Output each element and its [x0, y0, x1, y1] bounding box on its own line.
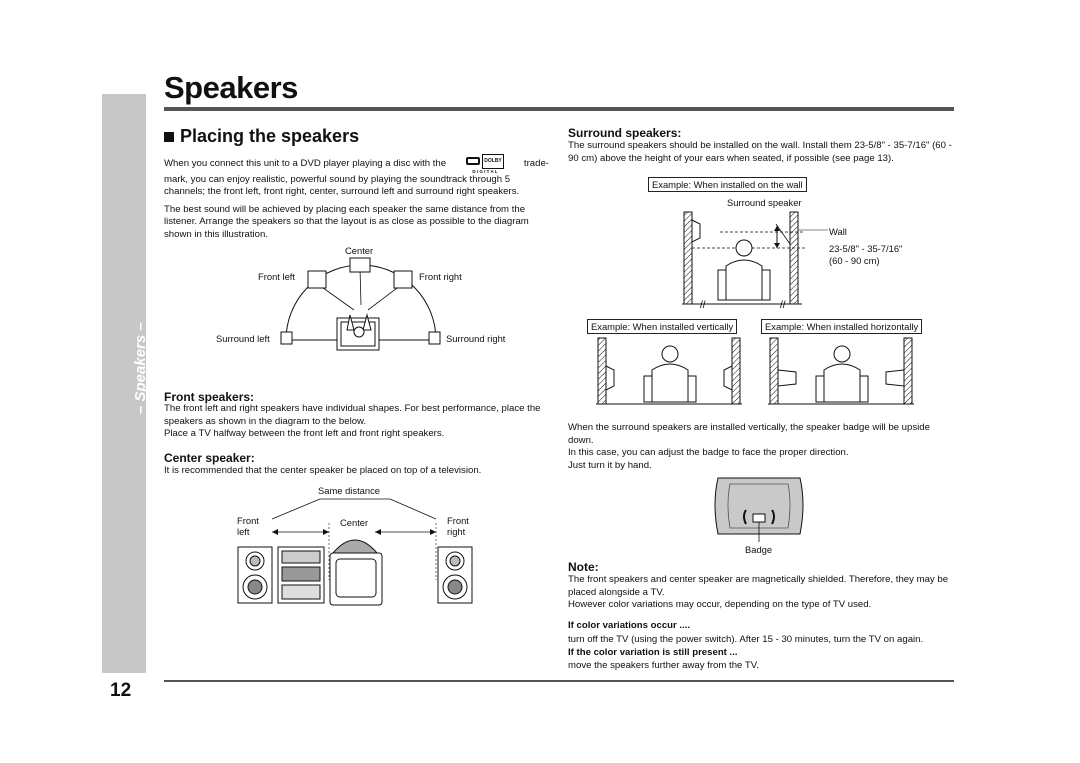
wall-label: Wall [829, 226, 847, 237]
wall-install-diagram: // // [682, 211, 828, 311]
horizontal-install-diagram [768, 337, 914, 405]
example-wall-label: Example: When installed on the wall [648, 177, 807, 192]
note-text-1: The front speakers and center speaker ar… [568, 574, 949, 598]
front-right-line [367, 284, 402, 311]
layout-center-label: Center [345, 245, 374, 256]
layout-surround-left-label: Surround left [216, 333, 270, 344]
front-left-speaker-icon [237, 546, 273, 604]
sidebar-subtitle: – Speakers – [132, 322, 149, 414]
dolby-logo-icon: DOLBY D I G I T A L [466, 154, 504, 174]
front-speakers-text: The front left and right speakers have i… [164, 403, 552, 441]
bullet-square-icon [164, 132, 174, 142]
height-inches-label: 23-5/8" - 35-7/16" [829, 243, 903, 254]
front-left-line [318, 284, 355, 311]
center-speaker-box [349, 257, 371, 273]
badge-text-2: In this case, you can adjust the badge t… [568, 447, 849, 459]
surround-heading: Surround speakers: [568, 126, 682, 140]
example-horizontal-label: Example: When installed horizontally [761, 319, 923, 334]
center-line [359, 267, 362, 306]
intro-line-2: mark, you can enjoy realistic, powerful … [164, 173, 511, 185]
distance-center-label: Center [340, 517, 369, 528]
svg-text://: // [700, 300, 706, 311]
note-if-1: If color variations occur .... [568, 619, 691, 631]
stereo-unit-icon [277, 546, 325, 604]
note-if-1-text: turn off the TV (using the power switch)… [568, 634, 924, 646]
sidebar-band [102, 94, 146, 673]
placing-heading: Placing the speakers [164, 126, 359, 147]
front-speakers-heading: Front speakers: [164, 390, 255, 404]
dolby-label: DOLBY [482, 154, 504, 169]
page-title: Speakers [164, 70, 298, 105]
distance-front-right-label: Front right [447, 515, 469, 537]
same-distance-diagram [237, 498, 473, 606]
dolby-digital-label: D I G I T A L [472, 168, 498, 174]
center-speaker-heading: Center speaker: [164, 451, 255, 465]
surround-text: The surround speakers should be installe… [568, 140, 952, 164]
layout-front-left-label: Front left [258, 271, 295, 282]
intro-line-3: channels; the front left, front right, c… [164, 186, 520, 198]
surround-left-speaker-box [280, 331, 293, 345]
same-distance-label: Same distance [318, 485, 381, 496]
note-if-2-text: move the speakers further away from the … [568, 659, 759, 671]
seated-listener-icon [717, 239, 771, 301]
intro-line-1: When you connect this unit to a DVD play… [164, 157, 447, 169]
placing-intro: When you connect this unit to a DVD play… [164, 154, 549, 242]
speaker-layout-diagram [280, 257, 441, 351]
note-if-2: If the color variation is still present … [568, 646, 738, 658]
placing-heading-text: Placing the speakers [180, 126, 360, 146]
vertical-install-diagram [596, 337, 742, 405]
front-speakers-text-1: The front left and right speakers have i… [164, 403, 541, 427]
surround-speaker-label: Surround speaker [727, 197, 802, 208]
badge-label: Badge [745, 544, 773, 555]
example-vertical-label: Example: When installed vertically [587, 319, 738, 334]
page-number: 12 [110, 680, 132, 701]
front-right-speaker-icon [437, 546, 473, 604]
intro-line-1-tail: trade- [523, 157, 549, 169]
front-right-speaker-box [393, 270, 413, 289]
layout-front-right-label: Front right [419, 271, 462, 282]
badge-instructions: When the surround speakers are installed… [568, 422, 954, 472]
badge-icon [752, 513, 766, 523]
distance-front-left-label: Front left [237, 515, 259, 537]
layout-surround-right-label: Surround right [446, 333, 506, 344]
note-heading: Note: [568, 560, 599, 574]
title-rule [164, 107, 954, 111]
surround-right-speaker-box [428, 331, 441, 345]
speaker-badge-diagram [714, 477, 804, 542]
front-left-speaker-box [307, 270, 327, 289]
rotate-left-arrow-icon [743, 509, 747, 525]
rotate-right-arrow-icon [771, 509, 775, 525]
intro-paragraph-2: The best sound will be achieved by placi… [164, 203, 529, 240]
center-speaker-text: It is recommended that the center speake… [164, 465, 482, 476]
bottom-rule [164, 680, 954, 682]
note-body: The front speakers and center speaker ar… [568, 574, 956, 672]
height-cm-label: (60 - 90 cm) [829, 255, 880, 266]
sidebar-title: Preparation for Use [30, 197, 63, 476]
badge-text-3: Just turn it by hand. [568, 459, 652, 471]
svg-text://: // [780, 300, 786, 311]
tv-with-center-speaker-icon [329, 539, 383, 606]
listener-icon [336, 313, 380, 351]
badge-text-1: When the surround speakers are installed… [568, 422, 930, 446]
note-text-2: However color variations may occur, depe… [568, 599, 872, 611]
front-speakers-text-2: Place a TV halfway between the front lef… [164, 428, 445, 440]
